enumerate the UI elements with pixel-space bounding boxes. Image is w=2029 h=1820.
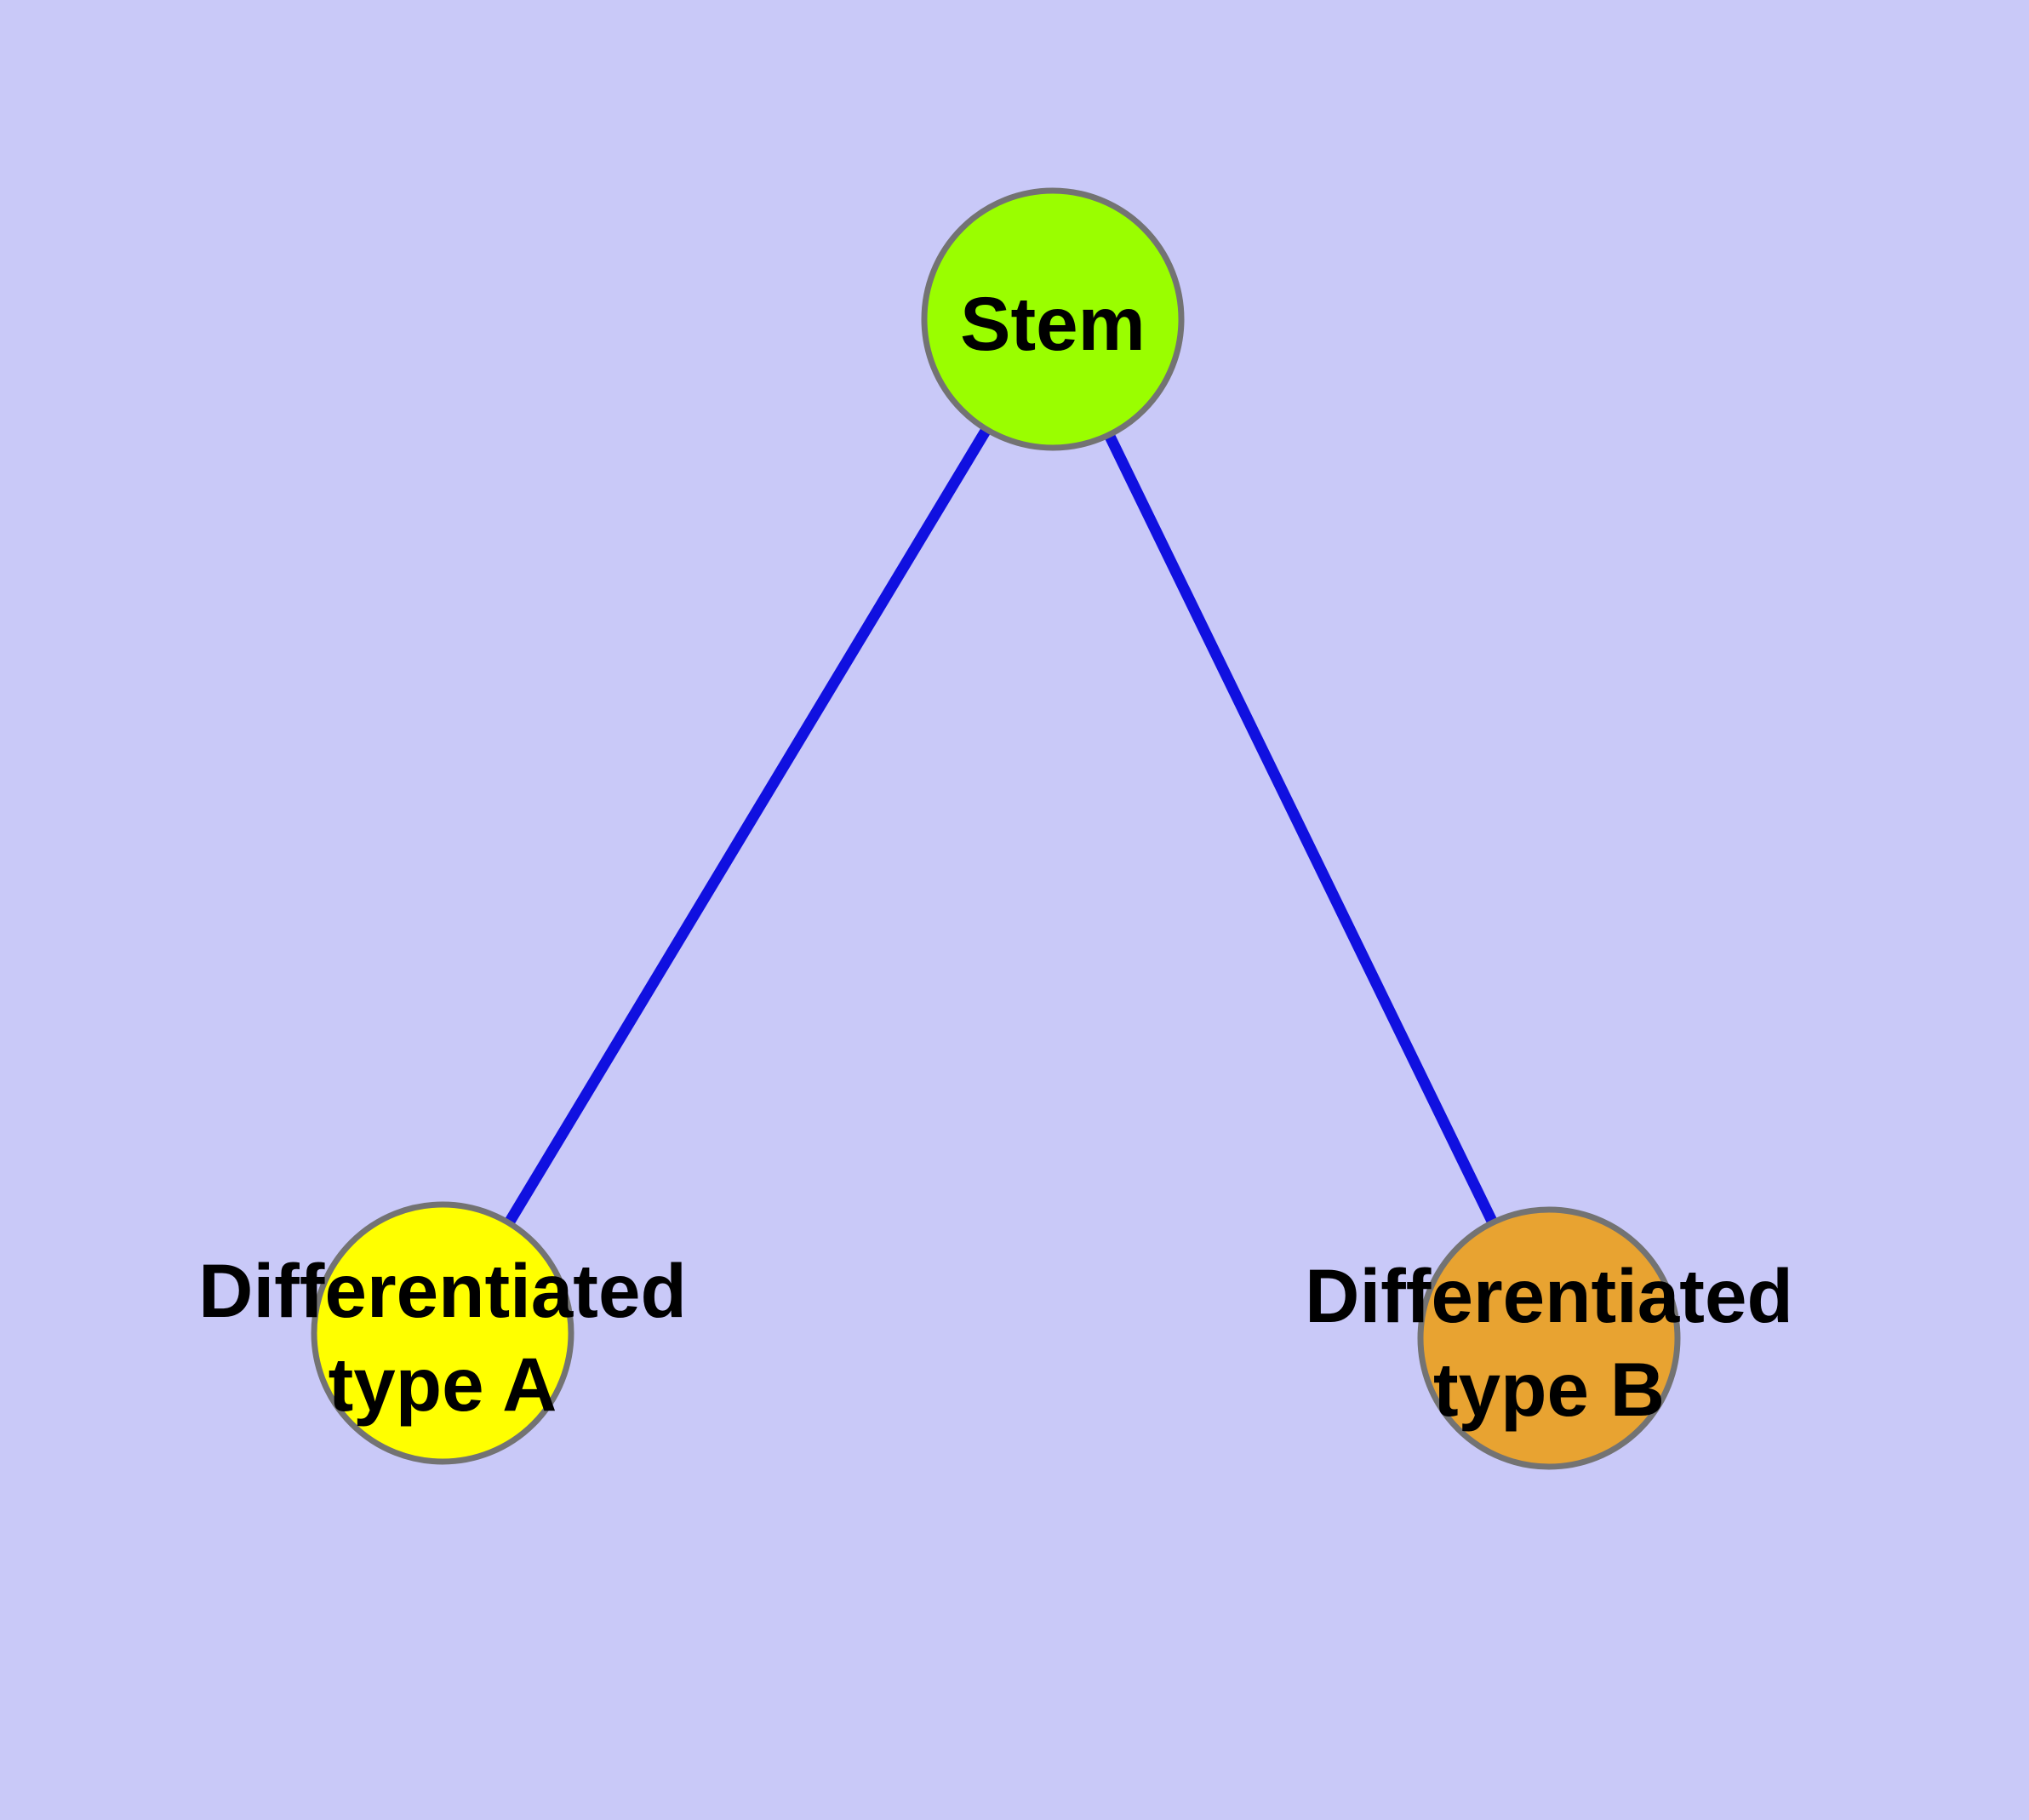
node-stem-circle — [921, 187, 1185, 451]
node-type-a-label-line2: type A — [329, 1342, 557, 1427]
node-type-a-label-line1: Differentiated — [198, 1248, 687, 1333]
node-type-b-label-line2: type B — [1433, 1347, 1665, 1432]
node-stem-label: Stem — [960, 281, 1146, 366]
node-type-b-label-line1: Differentiated — [1305, 1253, 1793, 1338]
edge-stem-to-type-a — [437, 316, 1058, 1336]
node-type-a-circle — [311, 1201, 574, 1465]
node-type-b-circle — [1417, 1206, 1681, 1470]
edge-stem-to-type-b — [1048, 317, 1554, 1341]
